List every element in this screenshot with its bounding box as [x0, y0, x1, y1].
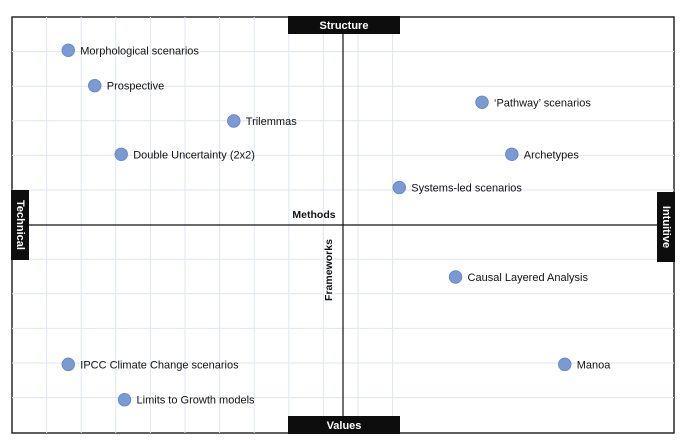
point-marker: ‘Pathway’ scenarios: [475, 95, 591, 109]
point-label: ‘Pathway’ scenarios: [494, 97, 591, 109]
point-dot: [392, 180, 406, 195]
point-marker: IPCC Climate Change scenarios: [61, 357, 239, 372]
point-dot: [475, 95, 489, 109]
point-dot: [505, 147, 519, 161]
top-tab-background: [288, 16, 400, 34]
point-dot: [88, 78, 102, 93]
bottom-tab-background: [288, 416, 400, 434]
point-label: IPCC Climate Change scenarios: [80, 359, 239, 371]
point-marker: Double Uncertainty (2x2): [114, 147, 255, 161]
right-tab: Intuitive: [657, 192, 675, 262]
left-tab: Technical: [11, 190, 29, 260]
point-dot: [114, 147, 128, 161]
point-label: Limits to Growth models: [137, 395, 255, 407]
point-marker: Manoa: [558, 357, 612, 372]
point-label: Systems-led scenarios: [411, 183, 522, 195]
point-label: Prospective: [107, 81, 164, 93]
point-dot: [61, 357, 75, 372]
frameworks-axis-label: Frameworks: [323, 239, 335, 301]
point-dot: [117, 393, 132, 407]
point-dot: [227, 114, 241, 128]
methods-axis-label: Methods: [292, 209, 335, 221]
point-marker: Morphological scenarios: [61, 43, 199, 57]
point-label: Causal Layered Analysis: [468, 272, 589, 284]
top-tab: Structure: [288, 16, 400, 34]
right-axis-label: Intuitive: [660, 206, 672, 248]
point-dot: [61, 43, 75, 57]
top-axis-label: Structure: [320, 20, 369, 32]
point-dot: [558, 357, 572, 372]
point-marker: Archetypes: [505, 147, 580, 161]
left-axis-label: Technical: [14, 200, 26, 250]
point-label: Archetypes: [524, 149, 580, 161]
point-dot: [448, 270, 463, 284]
point-marker: Limits to Growth models: [117, 393, 255, 407]
right-tab-background: [657, 192, 675, 262]
point-label: Trilemmas: [246, 116, 297, 128]
point-marker: Trilemmas: [227, 114, 297, 128]
point-label: Manoa: [577, 359, 612, 371]
left-tab-background: [11, 190, 29, 260]
point-label: Double Uncertainty (2x2): [133, 149, 255, 161]
point-marker: Prospective: [88, 78, 164, 93]
point-label: Morphological scenarios: [80, 45, 199, 57]
bottom-axis-label: Values: [327, 420, 362, 432]
point-marker: Systems-led scenarios: [392, 180, 522, 195]
bottom-tab: Values: [288, 416, 400, 434]
points-layer: Morphological scenariosProspectiveTrilem…: [61, 43, 612, 407]
point-marker: Causal Layered Analysis: [448, 270, 589, 284]
